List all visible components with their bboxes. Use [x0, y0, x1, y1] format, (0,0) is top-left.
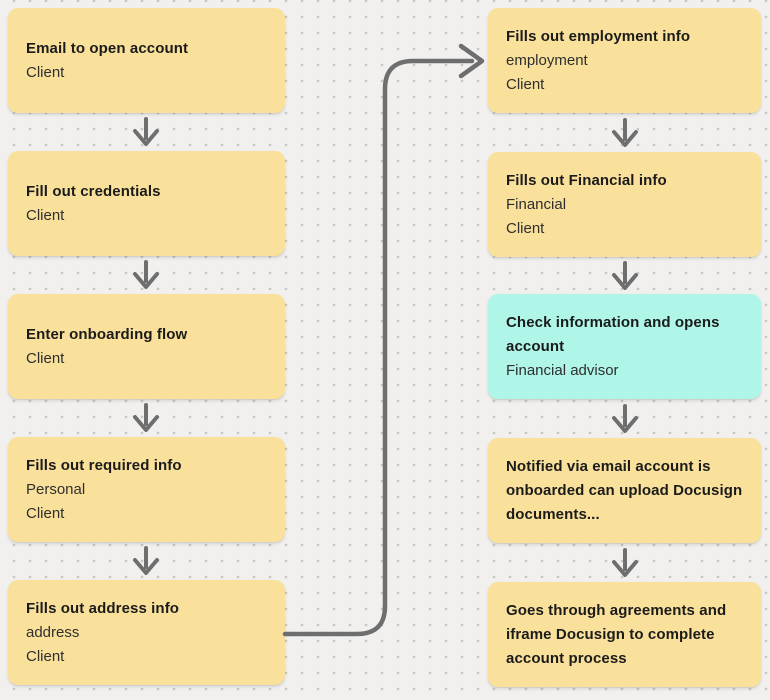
- node-title: Fills out required info: [26, 456, 182, 474]
- arrow-down-icon[interactable]: [128, 546, 164, 576]
- arrow-down-icon[interactable]: [128, 260, 164, 290]
- node-title: Fills out address info: [26, 599, 180, 617]
- node-subtitle: Personal: [26, 480, 86, 498]
- node-subtitle: Financial advisor: [506, 361, 619, 379]
- arrow-down-icon[interactable]: [128, 117, 164, 147]
- node-title: Enter onboarding flow: [26, 325, 188, 343]
- node-subtitle: address: [26, 623, 80, 641]
- arrow-down-icon[interactable]: [128, 403, 164, 433]
- node-subtitle: Client: [506, 75, 545, 93]
- node-subtitle: Client: [26, 349, 65, 367]
- node-subtitle: Client: [26, 504, 65, 522]
- arrow-down-icon[interactable]: [607, 404, 643, 434]
- node-subtitle: employment: [506, 51, 588, 69]
- node-title: Fill out credentials: [26, 182, 161, 200]
- node-title: Email to open account: [26, 39, 189, 57]
- node-subtitle: Financial: [506, 195, 567, 213]
- node-title: Fills out Financial info: [506, 171, 667, 189]
- node-title: Notified via email account is onboarded …: [506, 457, 743, 523]
- arrow-down-icon[interactable]: [607, 118, 643, 148]
- node-subtitle: Client: [26, 63, 65, 81]
- node-goes-through-agreements[interactable]: Goes through agreements and iframe Docus…: [488, 582, 761, 687]
- node-title: Fills out employment info: [506, 27, 691, 45]
- node-title: Goes through agreements and iframe Docus…: [506, 601, 727, 667]
- arrow-down-icon[interactable]: [607, 261, 643, 291]
- node-notified-via-email[interactable]: Notified via email account is onboarded …: [488, 438, 761, 543]
- node-subtitle: Client: [506, 219, 545, 237]
- node-title: Check information and opens account: [506, 313, 720, 355]
- arrow-down-icon[interactable]: [607, 548, 643, 578]
- node-subtitle: Client: [26, 206, 65, 224]
- node-subtitle: Client: [26, 647, 65, 665]
